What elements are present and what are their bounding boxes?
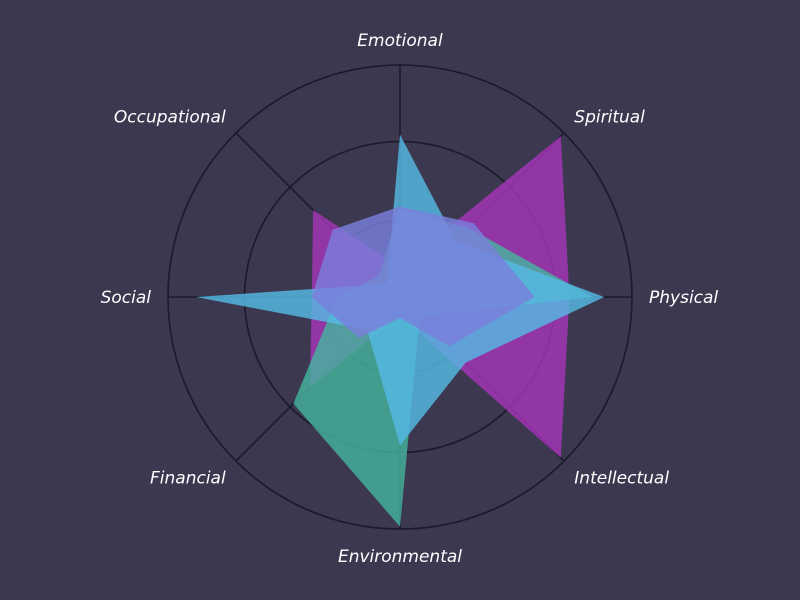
axis-label-occupational: Occupational xyxy=(114,108,226,128)
radar-series-layer xyxy=(195,134,605,527)
axis-label-physical: Physical xyxy=(649,288,718,308)
series-4-area xyxy=(311,206,535,347)
axis-label-emotional: Emotional xyxy=(357,31,443,51)
axis-label-environmental: Environmental xyxy=(338,547,462,567)
radar-axis-labels: EmotionalSpiritualPhysicalIntellectualEn… xyxy=(101,31,719,567)
axis-label-financial: Financial xyxy=(150,468,226,488)
series-4 xyxy=(311,206,535,347)
axis-label-intellectual: Intellectual xyxy=(574,468,669,488)
axis-label-social: Social xyxy=(101,288,152,308)
axis-label-spiritual: Spiritual xyxy=(574,108,645,128)
